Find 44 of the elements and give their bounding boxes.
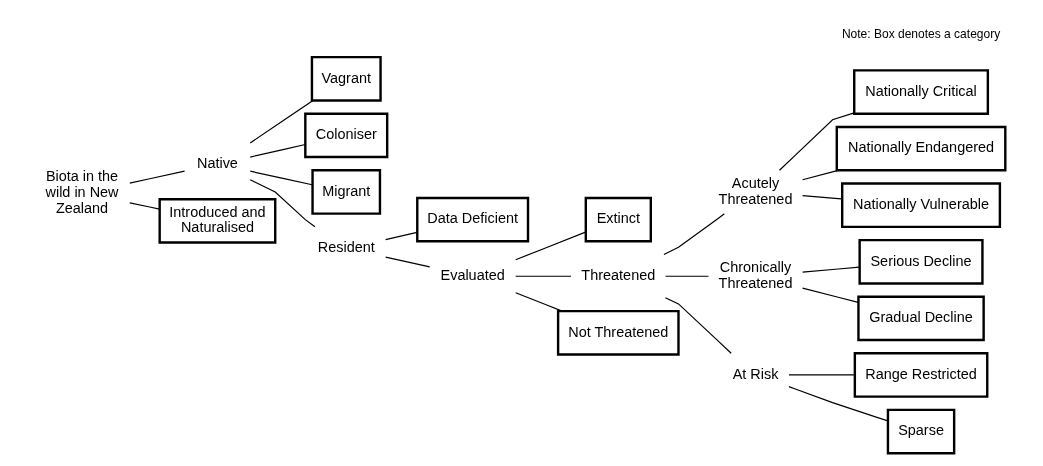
connector — [514, 231, 586, 260]
node-text: Chronically Threatened — [718, 258, 792, 291]
node-box: Vagrant — [310, 55, 382, 102]
connector — [384, 256, 430, 267]
node-box: Sparse — [886, 408, 955, 454]
connector — [128, 170, 185, 184]
node-text: Evaluated — [440, 266, 505, 283]
node-box: Coloniser — [303, 112, 388, 158]
node-box: Nationally Critical — [852, 68, 989, 115]
node-text: Threatened — [580, 266, 655, 283]
connector — [801, 169, 839, 180]
node-text: Resident — [317, 238, 375, 255]
node-text: At Risk — [732, 365, 778, 382]
node-box: Nationally Endangered — [835, 125, 1006, 171]
node-box: Migrant — [310, 168, 381, 215]
connector — [514, 275, 572, 277]
connector — [664, 296, 732, 354]
node-box: Nationally Vulnerable — [840, 181, 1001, 228]
connector — [787, 373, 855, 376]
node-text: Native — [196, 154, 238, 171]
connector — [249, 99, 314, 144]
connector — [662, 212, 725, 255]
connector — [384, 231, 418, 240]
connector — [514, 291, 563, 312]
node-box: Not Threatened — [556, 309, 680, 356]
label: Note: Box denotes a category — [841, 26, 1000, 41]
connector — [664, 275, 709, 277]
node-box: Data Deficient — [415, 196, 529, 243]
node-box: Introduced and Naturalised — [157, 197, 276, 244]
connector — [801, 266, 860, 273]
connector — [801, 286, 859, 303]
connector — [778, 111, 855, 171]
connector — [801, 194, 842, 199]
connector — [249, 178, 316, 227]
node-box: Serious Decline — [857, 238, 984, 285]
node-text: Acutely Threatened — [718, 174, 792, 207]
node-box: Gradual Decline — [856, 295, 985, 341]
connector — [249, 170, 313, 185]
connector — [787, 385, 888, 422]
node-box: Extinct — [584, 196, 652, 243]
connector — [249, 143, 306, 158]
node-text: Biota in the wild in New Zealand — [45, 167, 119, 216]
node-box: Range Restricted — [853, 351, 988, 398]
connector — [128, 201, 160, 210]
